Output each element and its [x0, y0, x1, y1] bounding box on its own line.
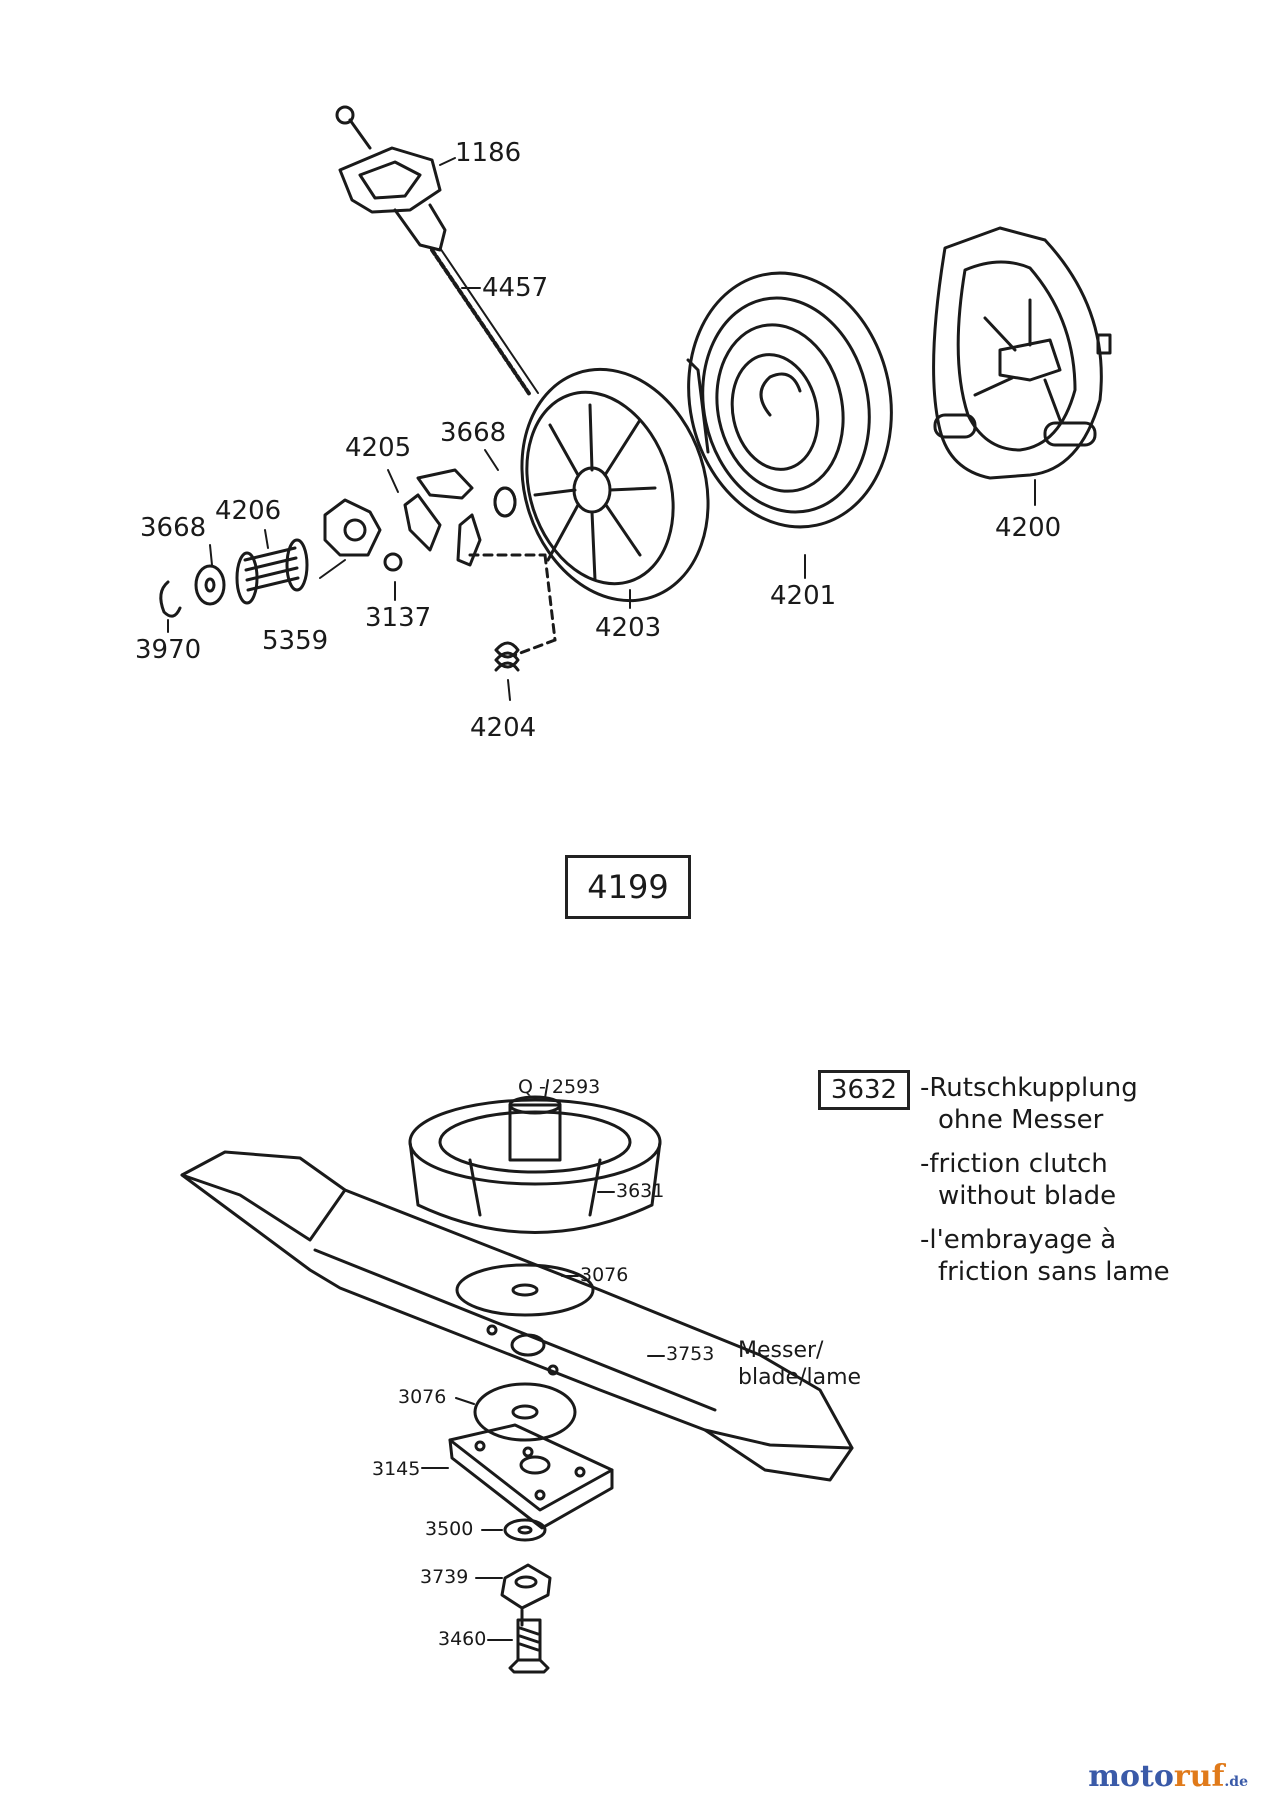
kit-description-line-6: friction sans lame	[938, 1257, 1170, 1287]
recoil-spring-part	[686, 271, 893, 529]
blade-text-line-1: Messer/	[738, 1338, 824, 1363]
part-label-3076-upper: 3076	[580, 1264, 629, 1286]
part-label-4201: 4201	[770, 581, 837, 611]
part-label-3076-lower: 3076	[398, 1386, 447, 1408]
assembly-number-box: 4199	[565, 855, 691, 919]
upper-leader-lines	[167, 157, 1036, 701]
starter-handle-part	[335, 105, 447, 252]
rope-pulley-part	[520, 367, 710, 603]
part-label-5359: 5359	[262, 626, 329, 656]
motoruf-watermark-logo: motoruf.de	[1088, 1759, 1248, 1794]
fastener-parts	[500, 1518, 552, 1674]
mower-blade-part	[180, 1150, 854, 1482]
kit-description-line-3: -friction clutch	[920, 1149, 1108, 1179]
kit-number-box: 3632	[818, 1070, 910, 1110]
washer-disc-parts	[455, 1263, 595, 1442]
starter-rope-part	[430, 247, 539, 397]
kit-description-line-1: -Rutschkupplung	[920, 1073, 1138, 1103]
kit-description-line-4: without blade	[938, 1181, 1117, 1211]
part-label-4203: 4203	[595, 613, 662, 643]
part-label-4457: 4457	[482, 273, 549, 303]
part-label-3739: 3739	[420, 1566, 469, 1588]
part-label-4206: 4206	[215, 496, 282, 526]
part-label-1186: 1186	[455, 138, 522, 168]
mounting-plate-part	[448, 1423, 614, 1530]
blade-text-line-2: blade/lame	[738, 1365, 862, 1390]
part-label-3753: 3753	[666, 1343, 715, 1365]
part-label-2593: Q - 2593	[518, 1076, 601, 1098]
part-label-3145: 3145	[372, 1458, 421, 1480]
small-hardware-parts	[159, 486, 517, 618]
part-label-3668-upper: 3668	[440, 418, 507, 448]
kit-description-line-2: ohne Messer	[938, 1105, 1104, 1135]
pawl-parts	[403, 468, 557, 672]
part-label-3500: 3500	[425, 1518, 474, 1540]
part-label-3460: 3460	[438, 1628, 487, 1650]
part-label-4205: 4205	[345, 433, 412, 463]
starter-housing-part	[932, 226, 1112, 480]
part-label-4204: 4204	[470, 713, 537, 743]
lower-leader-lines	[421, 1079, 665, 1641]
kit-description-line-5: -l'embrayage à	[920, 1225, 1117, 1255]
part-label-3137: 3137	[365, 603, 432, 633]
part-label-4200: 4200	[995, 513, 1062, 543]
part-label-3970: 3970	[135, 635, 202, 665]
part-label-3668-left: 3668	[140, 513, 207, 543]
friction-clutch-part	[408, 1095, 662, 1234]
part-label-3631: 3631	[616, 1180, 665, 1202]
